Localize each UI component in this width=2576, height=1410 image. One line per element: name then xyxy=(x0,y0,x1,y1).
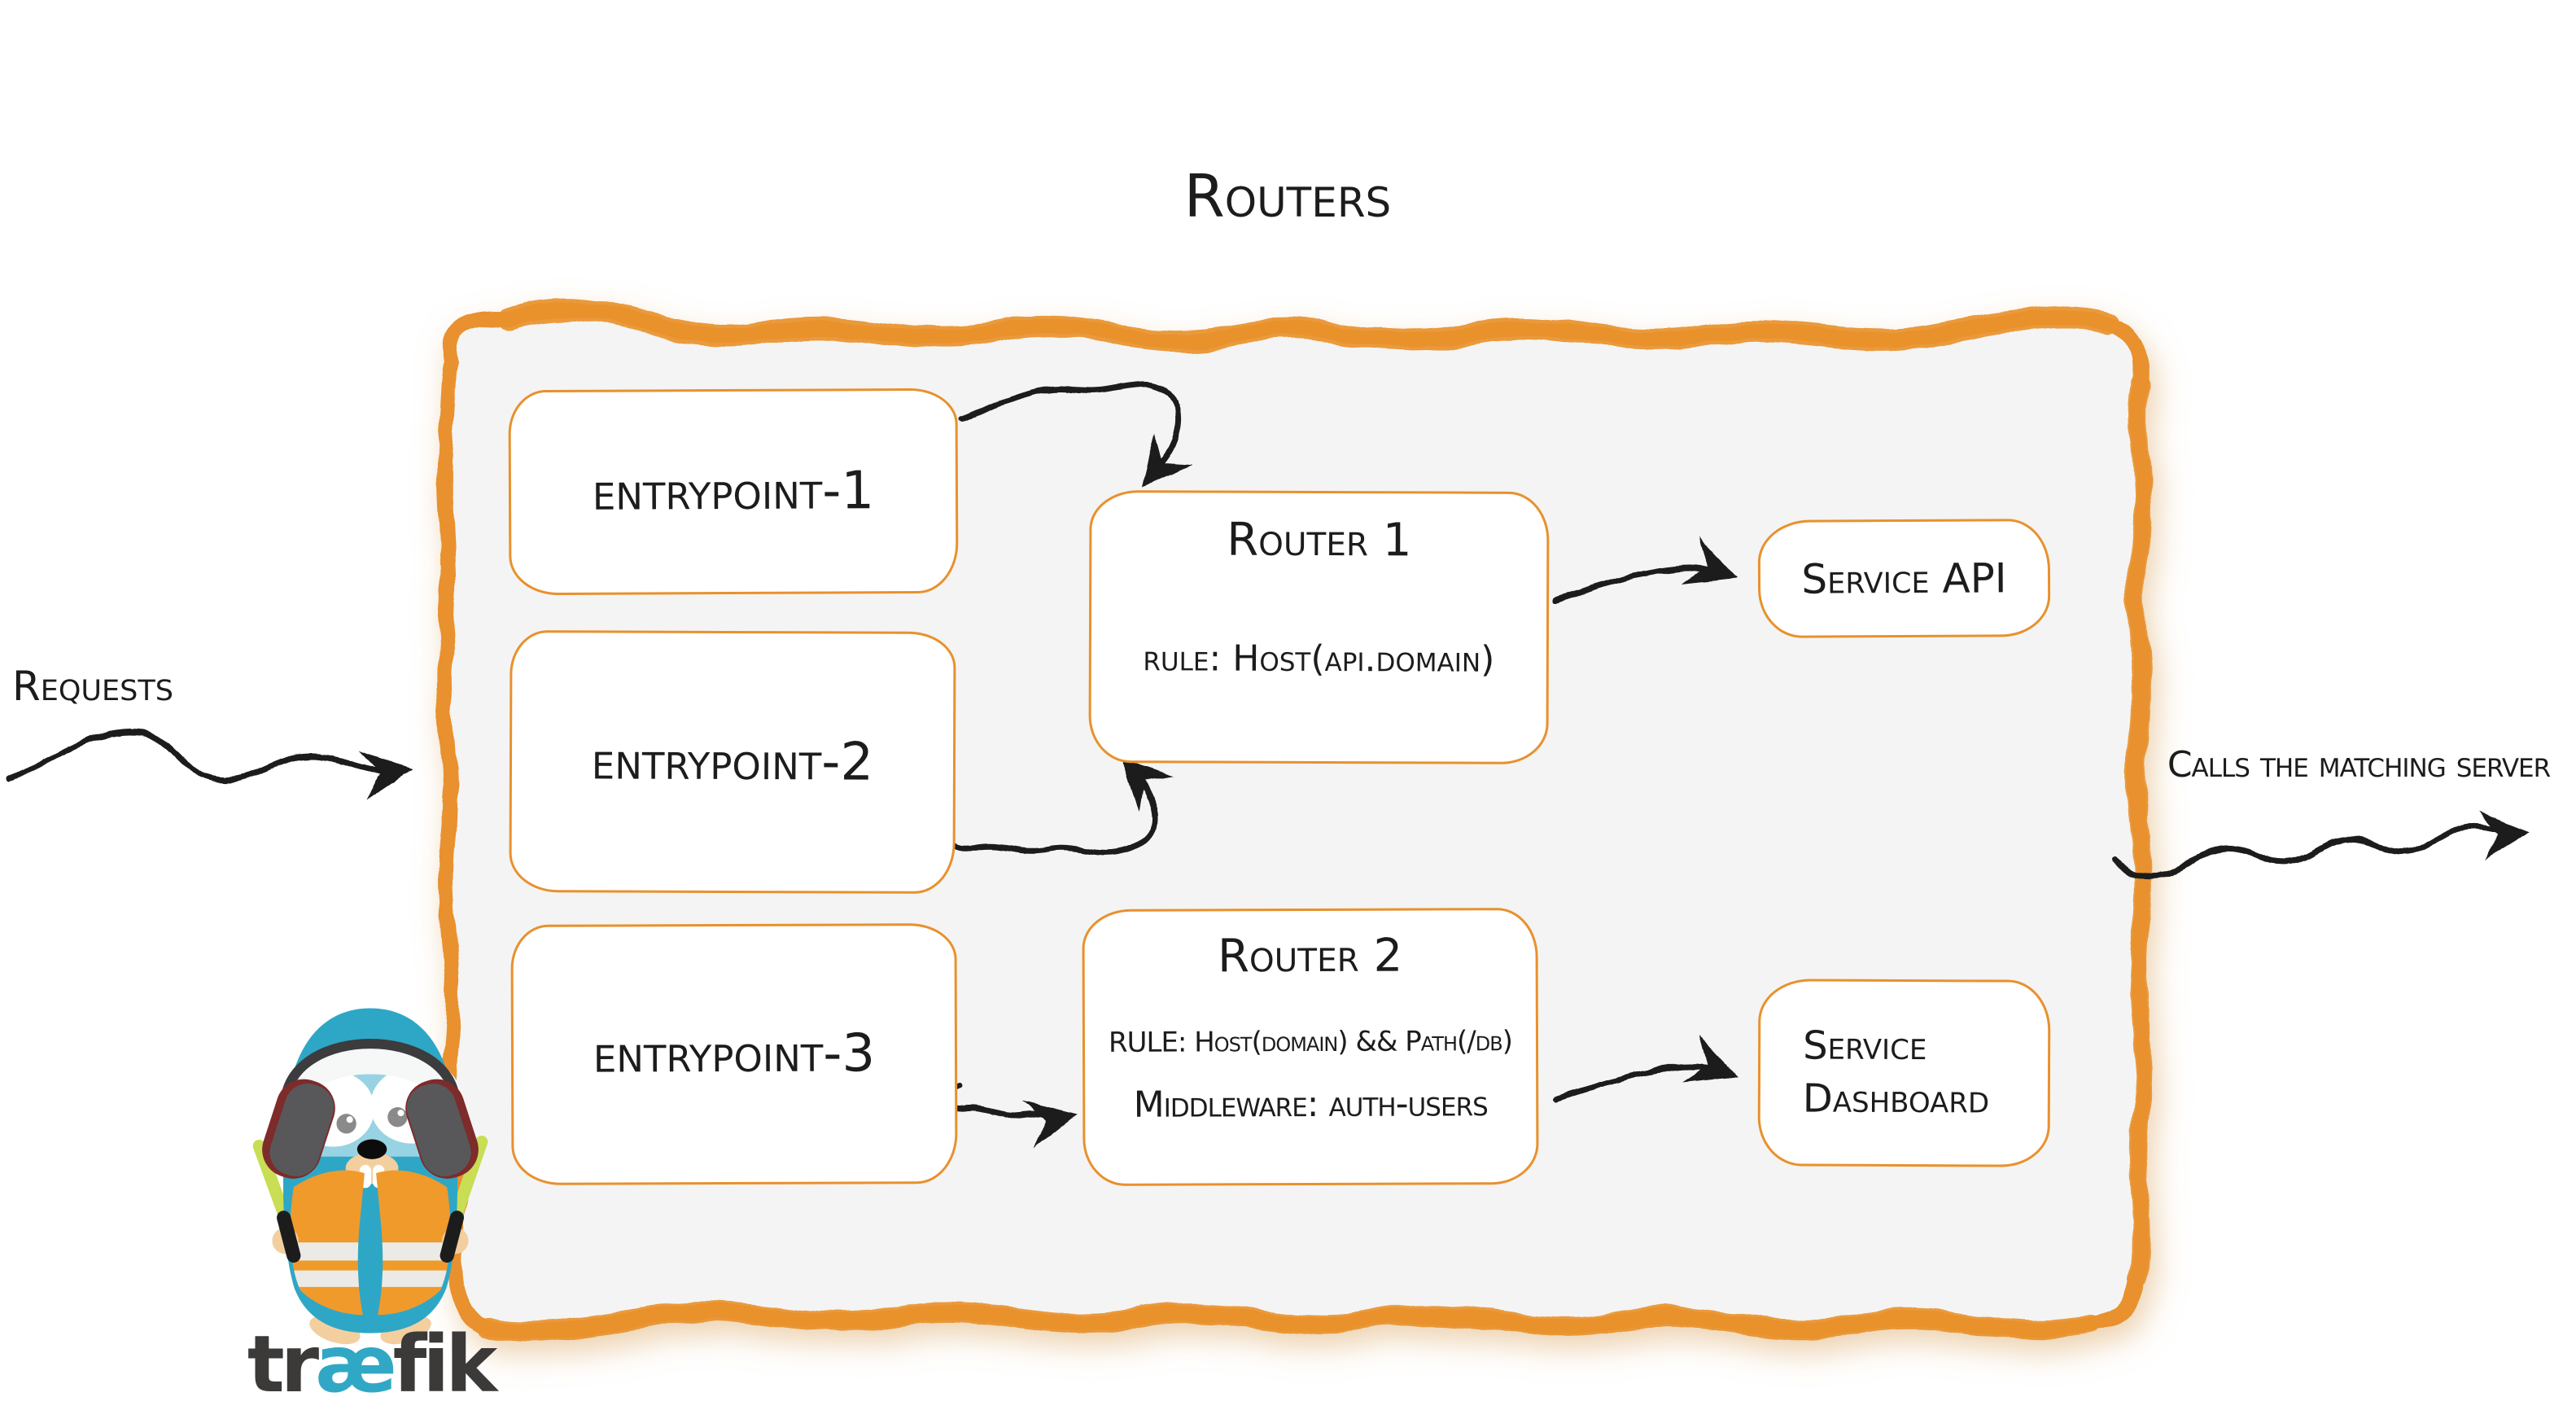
container-bottom-brush xyxy=(479,1300,2101,1342)
safety-vest-icon xyxy=(290,1170,451,1316)
wordmark-tr: tr xyxy=(247,1319,319,1410)
container-top-brush xyxy=(497,299,2119,352)
entrypoint-1-label: entrypoint-1 xyxy=(592,461,875,523)
router-1-rule: rule: Host(api.domain) xyxy=(1143,637,1495,681)
baton-right-handle xyxy=(440,1211,464,1263)
baton-left-icon xyxy=(252,1140,294,1229)
calls-arrow xyxy=(2111,811,2531,879)
router-1-box: Router 1 rule: Host(api.domain) xyxy=(1088,490,1550,764)
router-2-middleware: Middleware: auth-users xyxy=(1133,1083,1488,1126)
arrow-entrypoint1-to-router1 xyxy=(959,381,1193,488)
baton-left-handle xyxy=(277,1211,301,1263)
router-1-title: Router 1 xyxy=(1227,513,1412,567)
diagram-title: Routers xyxy=(1183,162,1392,230)
service-dashboard-label: Service Dashboard xyxy=(1802,1022,1990,1123)
arrow-router1-to-service-api xyxy=(1553,536,1738,603)
calls-label: Calls the matching server xyxy=(2167,744,2551,786)
entrypoint-2-box: entrypoint-2 xyxy=(509,630,956,894)
entrypoint-3-box: entrypoint-3 xyxy=(510,923,958,1185)
traefik-gopher-logo xyxy=(252,1008,488,1345)
headphones-band-icon xyxy=(280,1038,461,1106)
gopher-pupil-right-glint xyxy=(397,1110,405,1117)
arrow-router2-to-service-dashboard xyxy=(1553,1035,1738,1101)
entrypoint-2-label: entrypoint-2 xyxy=(591,731,874,793)
headphone-cup-left-icon xyxy=(262,1079,335,1179)
wordmark-fik: fik xyxy=(392,1319,497,1410)
wordmark-ae: æ xyxy=(315,1319,397,1410)
gopher-pupil-left-glint xyxy=(346,1116,353,1123)
gopher-pupil-left xyxy=(336,1114,356,1134)
entrypoint-3-label: entrypoint-3 xyxy=(593,1023,876,1085)
container-right-brush xyxy=(2127,374,2153,1287)
service-dashboard-box: Service Dashboard xyxy=(1757,979,2051,1167)
service-api-box: Service API xyxy=(1757,519,2051,638)
router-2-rule: RULE: Host(domain) && Path(/db) xyxy=(1108,1025,1513,1059)
router-2-box: Router 2 RULE: Host(domain) && Path(/db)… xyxy=(1082,908,1539,1186)
traefik-wordmark: træfik xyxy=(234,1325,506,1403)
entrypoint-1-box: entrypoint-1 xyxy=(508,388,959,596)
arrow-entrypoint2-to-router1 xyxy=(942,759,1174,856)
router-2-title: Router 2 xyxy=(1217,929,1403,983)
requests-arrow xyxy=(5,729,412,800)
gopher-pupil-right xyxy=(387,1107,408,1128)
service-api-label: Service API xyxy=(1801,554,2007,603)
headphone-cup-right-icon xyxy=(405,1079,479,1179)
gopher-nose xyxy=(356,1139,387,1159)
requests-label: Requests xyxy=(12,663,173,710)
